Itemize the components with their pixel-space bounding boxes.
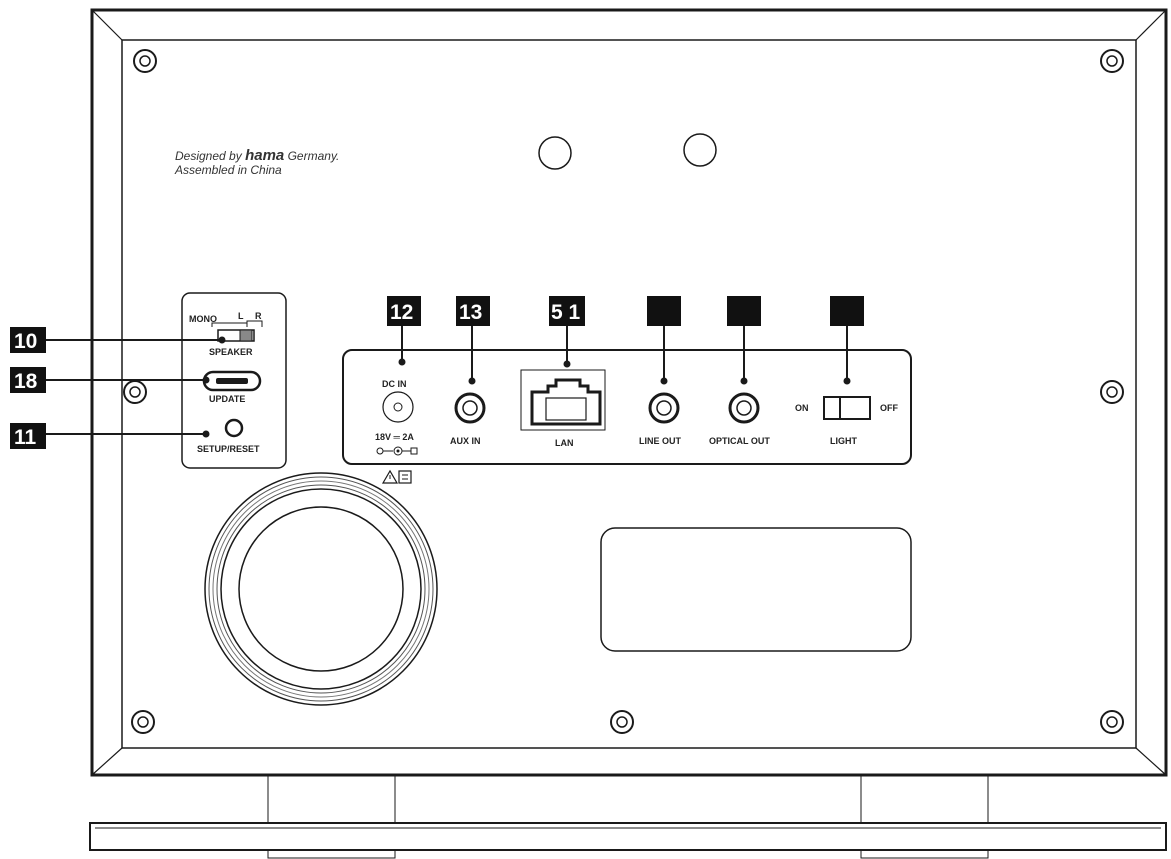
mount-hole-right [683,133,717,167]
light-switch[interactable] [823,396,871,420]
callout-line-out-box [647,296,681,326]
callout-aux: 13 [459,301,482,324]
callout-update: 18 [14,370,38,393]
speaker-port-inner [238,506,404,672]
screw-mid-left [123,380,147,404]
line-out-label: LINE OUT [639,436,682,446]
dc-in-rating: 18V ═ 2A [375,432,414,442]
housing-inner [121,39,1137,749]
warning-manual-icon [381,469,412,484]
dc-in-port[interactable] [382,391,414,423]
screw-mid-right [1100,380,1124,404]
callout-speaker: 10 [14,330,37,353]
light-on-label: ON [795,403,809,413]
stand-base [89,822,1167,851]
screw-top-left [133,49,157,73]
optical-out-label: OPTICAL OUT [709,436,770,446]
light-label: LIGHT [830,436,857,446]
lan-outline [520,369,606,431]
dc-in-label: DC IN [382,379,407,389]
branding-line1: Designed by hama Germany. [175,147,339,164]
callout-setup: 11 [14,426,37,449]
branding-line2: Assembled in China [174,163,282,177]
lan-port[interactable] [530,378,602,426]
speaker-label: SPEAKER [209,347,253,357]
setup-reset-button[interactable] [224,418,244,438]
speaker-l-label: L [238,311,244,321]
speaker-switch[interactable] [217,329,255,342]
callout-lan: 5 1 [551,301,581,324]
screw-top-right [1100,49,1124,73]
speaker-r-label: R [255,311,262,321]
screw-bottom-center [610,710,634,734]
housing-outer [90,8,1168,777]
callout-optical-out-box [727,296,761,326]
lan-label: LAN [555,438,574,448]
label-plate [600,527,912,652]
aux-in-port[interactable] [454,392,486,424]
callout-dc: 12 [390,301,413,324]
mount-hole-left [538,136,572,170]
speaker-port-outer [204,472,438,706]
screw-bottom-left [131,710,155,734]
port-panel [342,349,912,465]
light-off-label: OFF [880,403,898,413]
optical-out-port[interactable] [728,392,760,424]
speaker-mono-label: MONO [189,314,217,324]
polarity-icon [376,446,418,456]
screw-bottom-right [1100,710,1124,734]
setup-reset-label: SETUP/RESET [197,444,260,454]
update-label: UPDATE [209,394,245,404]
line-out-port[interactable] [648,392,680,424]
callout-light-box [830,296,864,326]
aux-in-label: AUX IN [450,436,481,446]
